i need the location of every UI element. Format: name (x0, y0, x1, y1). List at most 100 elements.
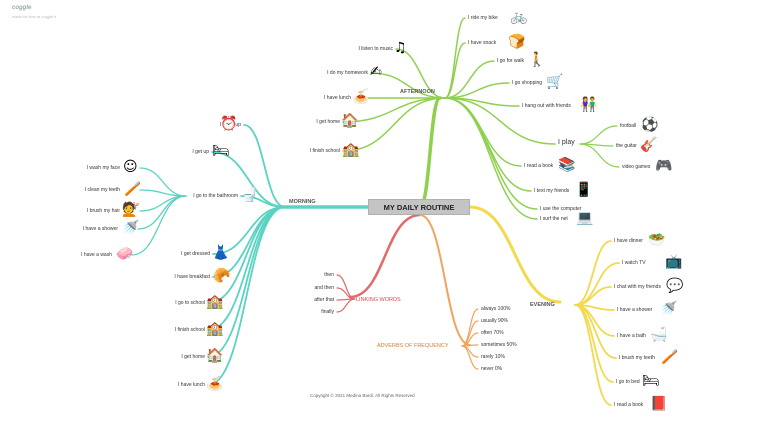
evening-item-i-go-to-bed[interactable]: I go to bed (616, 379, 640, 385)
morning-item-i-get-up[interactable]: I get up (192, 149, 209, 155)
branch-line (131, 195, 187, 256)
morning-item-i-have-breakfast[interactable]: I have breakfast (174, 274, 210, 280)
branch-linking-words[interactable]: LINKING WORDS (356, 297, 401, 303)
afternoon-item-i-use-the-computer[interactable]: I use the computer (540, 206, 582, 212)
house-icon: 🏠 (341, 113, 359, 129)
afternoon-item-i-get-home[interactable]: I get home (316, 119, 340, 125)
adverb-item-never-0[interactable]: never 0% (481, 366, 503, 372)
play-item-video-games[interactable]: video games (622, 164, 651, 170)
afternoon-item-i-finish-school[interactable]: I finish school (309, 148, 340, 154)
toothbrush-icon: 🪥 (661, 349, 679, 365)
afternoon-item-i-text-my-friends[interactable]: I text my friends (534, 188, 570, 194)
morning-item-i-have-lunch[interactable]: I have lunch (178, 382, 205, 388)
chat-icon: 💬 (666, 278, 684, 294)
salad-icon: 🥗 (648, 232, 666, 248)
afternoon-item-i-go-for-walk[interactable]: I go for walk (497, 58, 524, 64)
adverb-item-rarely-10[interactable]: rarely 10% (481, 354, 505, 360)
afternoon-item-i-play[interactable]: I play (558, 139, 575, 146)
lunch-icon: 🍝 (352, 89, 370, 105)
evening-item-i-read-a-book[interactable]: I read a book (614, 402, 644, 408)
morning-item-i-brush-my-hair[interactable]: I brush my hair (86, 208, 120, 214)
adverb-item-often-70[interactable]: often 70% (481, 330, 504, 336)
shower-icon: 🚿 (660, 301, 678, 317)
evening-item-i-have-a-bath[interactable]: I have a bath (617, 333, 646, 339)
house-icon: 🏠 (206, 348, 224, 364)
branch-line (574, 304, 614, 383)
branch-line (468, 205, 562, 304)
adverb-item-always-100[interactable]: always 100% (481, 306, 511, 312)
afternoon-item-i-read-a-book[interactable]: I read a book (524, 163, 554, 169)
afternoon-item-i-have-snack[interactable]: I have snack (468, 40, 497, 46)
branch-line (336, 298, 356, 313)
afternoon-item-i-go-shopping[interactable]: I go shopping (512, 80, 543, 86)
branch-line (137, 195, 187, 230)
branch-line (461, 345, 479, 370)
morning-item-i-clean-my-teeth[interactable]: I clean my teeth (84, 187, 120, 193)
linking-item-then[interactable]: then (324, 272, 334, 278)
morning-item-i-get-dressed[interactable]: I get dressed (181, 251, 210, 257)
toilet-icon: 🚽 (241, 187, 259, 203)
tv-icon: 📺 (665, 254, 683, 270)
evening-item-i-chat-with-my-friends[interactable]: I chat with my friends (614, 284, 661, 290)
evening-item-i-brush-my-teeth[interactable]: I brush my teeth (619, 355, 655, 361)
adverb-item-usually-90[interactable]: usually 90% (481, 318, 508, 324)
central-node[interactable]: MY DAILY ROUTINE (368, 199, 470, 215)
afternoon-item-i-do-my-homework[interactable]: I do my homework (327, 70, 368, 76)
branch-morning[interactable]: MORNING (289, 199, 316, 205)
branch-line (336, 274, 356, 300)
morning-item-i-go-to-school[interactable]: I go to school (175, 300, 205, 306)
bath-icon: 🛁 (650, 327, 668, 343)
croissant-icon: 🥐 (213, 268, 231, 284)
afternoon-item-i-ride-my-bike[interactable]: I ride my bike (468, 15, 498, 21)
afternoon-item-i-surf-the-net[interactable]: I surf the net (540, 216, 568, 222)
branch-line (139, 167, 187, 197)
branch-line (444, 60, 495, 99)
branch-adverbs[interactable]: ADVERBS OF FREQUENCY (377, 343, 449, 349)
morning-item-i-finish-school[interactable]: I finish school (174, 327, 205, 333)
linking-item-after-that[interactable]: after that (314, 297, 334, 303)
branch-line (444, 97, 556, 145)
friends-icon: 👫 (580, 97, 598, 113)
afternoon-item-i-listen-to-music[interactable]: I listen to music (358, 46, 393, 52)
morning-item-i-have-a-shower[interactable]: I have a shower (82, 226, 118, 232)
branch-line (418, 96, 442, 209)
bicycle-icon: 🚲 (510, 9, 528, 25)
evening-item-i-watch-tv[interactable]: I watch TV (622, 260, 646, 266)
bed-icon: 🛏 (212, 143, 230, 159)
evening-item-i-have-dinner[interactable]: I have dinner (614, 238, 643, 244)
adverb-item-sometimes-50[interactable]: sometimes 50% (481, 342, 517, 348)
branch-line (419, 214, 471, 346)
copyright: Copyright © 2021 Medina Bardi. All Right… (310, 393, 415, 398)
branch-afternoon[interactable]: AFTERNOON (400, 89, 435, 95)
walking-icon: 🚶 (528, 52, 546, 68)
branch-line (579, 125, 618, 145)
afternoon-item-i-hang-out-with-friends[interactable]: I hang out with friends (522, 103, 571, 109)
branch-line (342, 97, 446, 123)
coggle-logo[interactable]: coggle (12, 5, 32, 11)
school-icon: 🏫 (206, 321, 224, 337)
lunch-icon: 🍝 (206, 376, 224, 392)
evening-item-i-have-a-shower[interactable]: I have a shower (617, 307, 653, 313)
wash-icon: 🧼 (116, 246, 134, 262)
afternoon-item-i-have-lunch[interactable]: I have lunch (324, 95, 351, 101)
computer-icon: 💻 (576, 210, 594, 226)
morning-item-i-go-to-the-bathroom[interactable]: I go to the bathroom (193, 193, 238, 199)
morning-item-i-get-home[interactable]: I get home (181, 354, 205, 360)
linking-item-finally[interactable]: finally (321, 309, 334, 315)
branch-line (243, 124, 286, 208)
morning-item-i-wake-up[interactable]: I wake up (219, 122, 241, 128)
morning-item-i-have-a-wash[interactable]: I have a wash (81, 252, 112, 258)
play-item-the-guitar[interactable]: the guitar (616, 143, 637, 149)
branch-line (444, 17, 466, 99)
branch-line (139, 195, 187, 212)
branch-line (395, 48, 446, 99)
linking-item-and-then[interactable]: and then (314, 285, 334, 291)
morning-item-i-wash-my-face[interactable]: I wash my face (86, 165, 120, 171)
play-item-football[interactable]: football (620, 123, 637, 129)
coggle-subtitle[interactable]: made for free at coggle.it (12, 14, 57, 19)
branch-evening[interactable]: EVENING (530, 302, 555, 308)
books-icon: 📚 (558, 157, 576, 173)
branch-line (579, 143, 620, 168)
branch-line (348, 213, 422, 299)
